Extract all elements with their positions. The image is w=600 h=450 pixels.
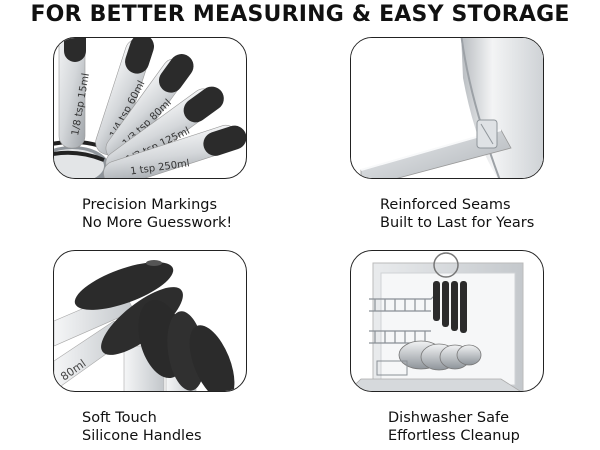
caption-line-2: Built to Last for Years (380, 215, 535, 231)
precision-markings-caption: Precision Markings No More Guesswork! (82, 196, 232, 232)
reinforced-seam-icon (351, 38, 543, 178)
silicone-handles-caption: Soft Touch Silicone Handles (82, 409, 202, 445)
reinforced-seams-caption: Reinforced Seams Built to Last for Years (380, 196, 534, 232)
caption-line-2: Silicone Handles (82, 428, 202, 444)
dishwasher-caption: Dishwasher Safe Effortless Cleanup (388, 409, 520, 445)
caption-line-1: Soft Touch (82, 410, 157, 426)
reinforced-seams-image (350, 37, 544, 179)
caption-line-1: Precision Markings (82, 197, 218, 213)
silicone-handles-icon: 80ml (54, 260, 235, 391)
measuring-spoons-markings-icon: 1/8 tsp 15ml 1/4 tsp 60ml 1/3 tsp 80ml 1… (54, 38, 246, 178)
dishwasher-image (350, 250, 544, 392)
precision-markings-image: 1/8 tsp 15ml 1/4 tsp 60ml 1/3 tsp 80ml 1… (53, 37, 247, 179)
caption-line-2: No More Guesswork! (82, 215, 233, 231)
caption-line-1: Dishwasher Safe (388, 410, 510, 426)
silicone-handles-image: 80ml (53, 250, 247, 392)
caption-line-2: Effortless Cleanup (388, 428, 520, 444)
page-headline: FOR BETTER MEASURING & EASY STORAGE (30, 2, 570, 27)
caption-line-1: Reinforced Seams (380, 197, 511, 213)
dishwasher-icon (351, 252, 524, 391)
